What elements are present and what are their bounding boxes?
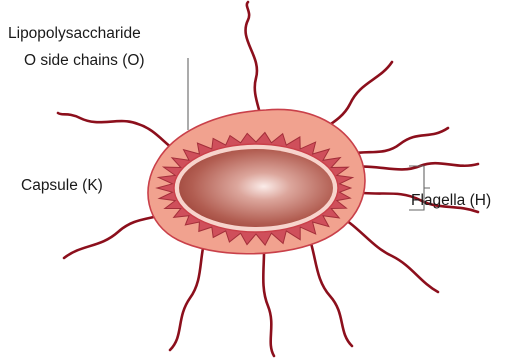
capsule-label: Capsule (K) [21,178,103,194]
flagellum [332,212,438,292]
lipopolysaccharide-label: Lipopolysaccharide [8,26,141,42]
flagella-label: Flagella (H) [411,193,491,209]
cell-body [179,149,333,227]
o-side-chains-label: O side chains (O) [24,53,145,69]
